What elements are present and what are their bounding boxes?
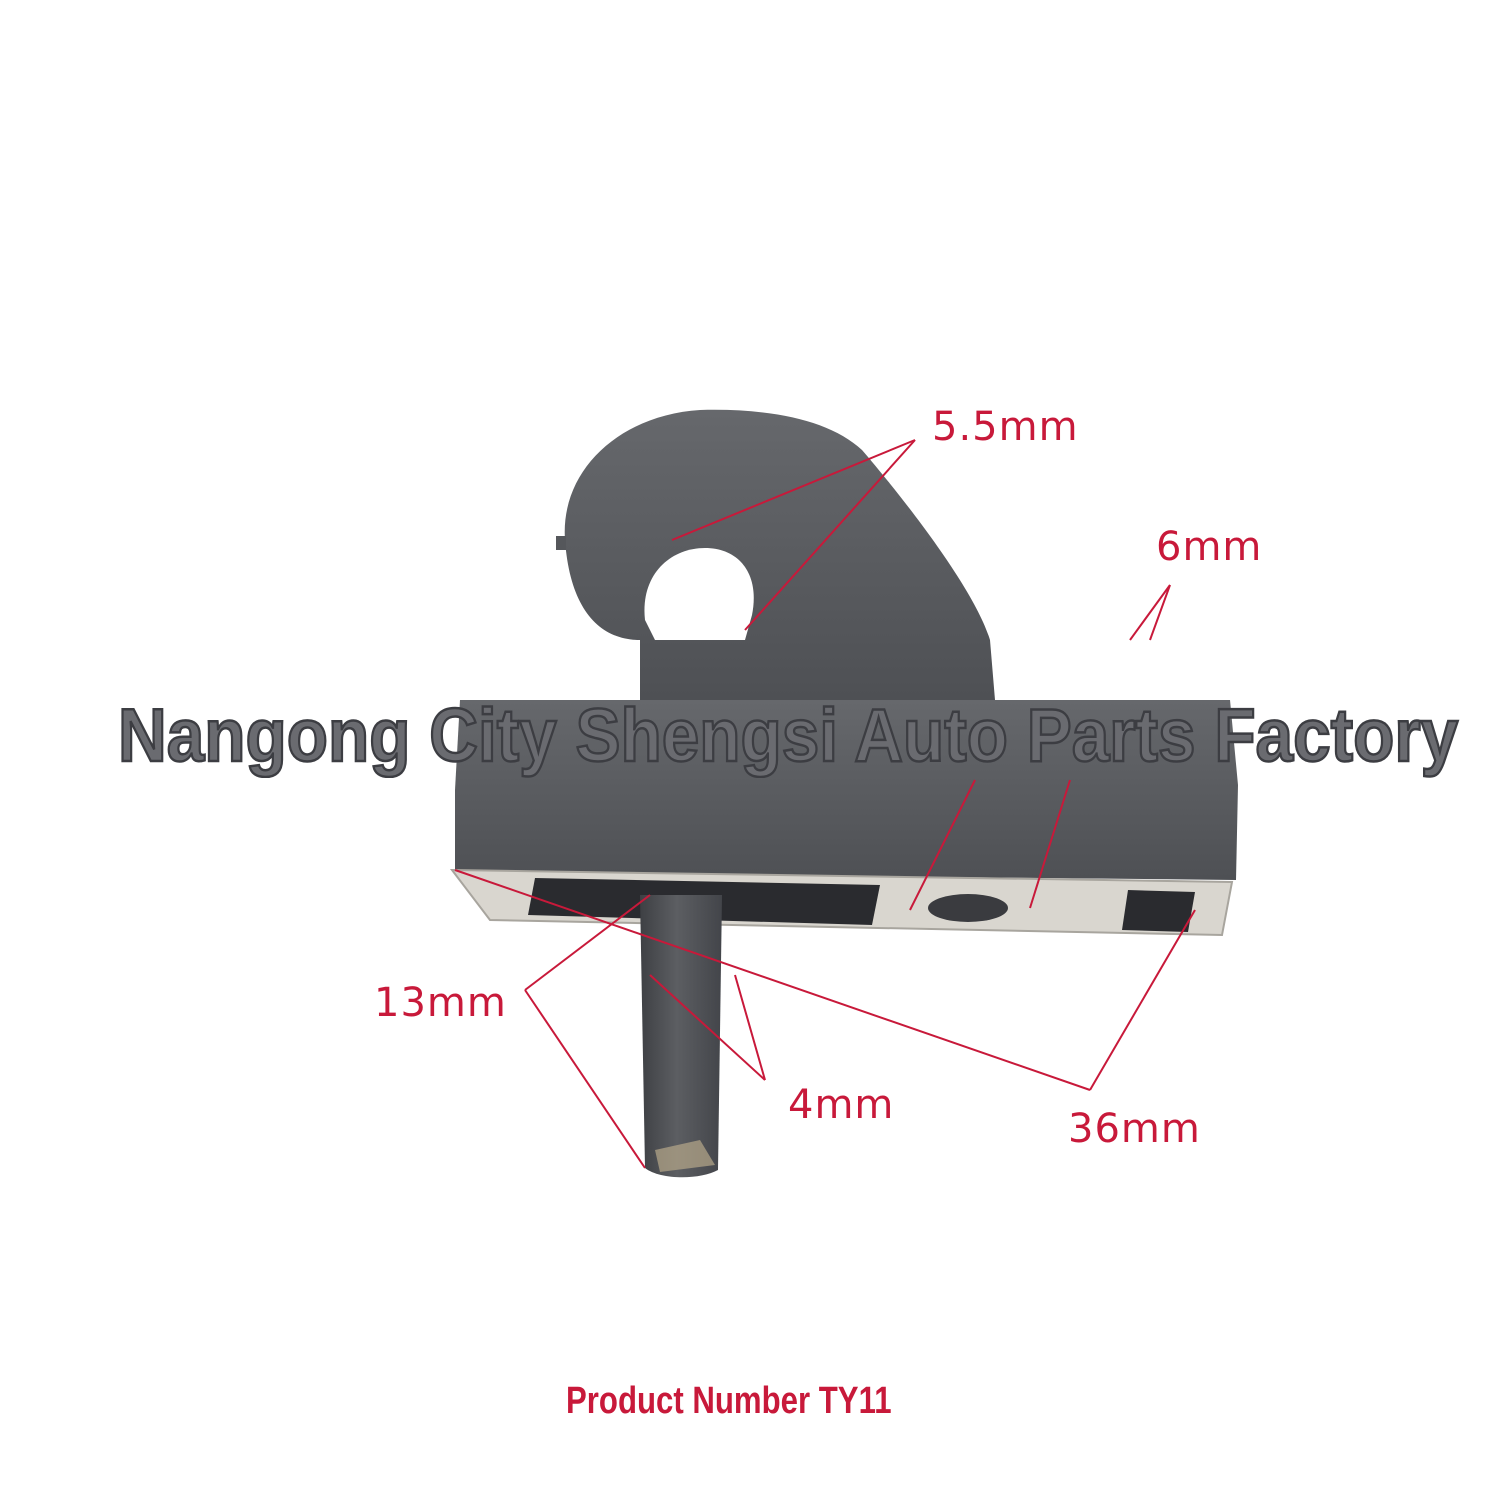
- pin: [640, 895, 722, 1178]
- hook-nub: [556, 536, 566, 550]
- hook-hole: [644, 548, 754, 640]
- watermark-text: Nangong City Shengsi Auto Parts Factory: [117, 692, 1459, 779]
- pin-tip-wear: [655, 1140, 715, 1172]
- dimension-label-pin-length: 13mm: [374, 980, 507, 1026]
- base-block: [455, 700, 1238, 880]
- plate-rivet: [928, 894, 1008, 922]
- plate-slot-right: [1122, 890, 1195, 932]
- dimension-label-base-length: 36mm: [1068, 1106, 1201, 1152]
- dimension-label-base-height: 6mm: [1156, 524, 1263, 570]
- dimension-lines: [454, 439, 1196, 1169]
- product-number-label: Product Number TY11: [566, 1380, 892, 1422]
- dimension-label-hook-width: 5.5mm: [932, 404, 1079, 450]
- dimension-label-pin-diameter: 4mm: [788, 1082, 895, 1128]
